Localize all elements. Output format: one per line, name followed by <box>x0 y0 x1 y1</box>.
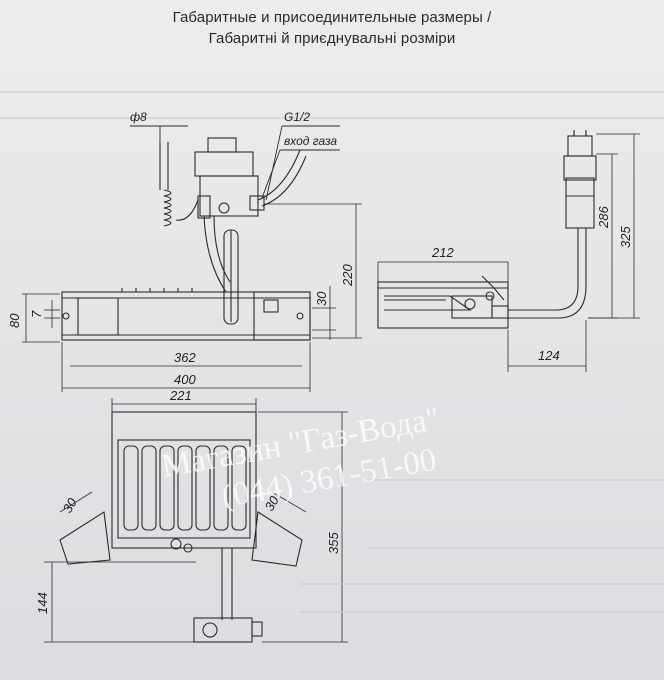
dim-124: 124 <box>538 348 560 363</box>
side-view-gas-valve <box>508 130 597 319</box>
thread-callout: G1/2 <box>284 110 310 124</box>
background-bleed-lines <box>0 91 664 613</box>
front-view-burner <box>61 288 311 341</box>
thermocouple-coil <box>159 142 199 227</box>
dim-144: 144 <box>35 592 50 614</box>
title-ua: Габаритні й приєднувальні розміри <box>208 30 456 47</box>
plan-view-brackets <box>59 511 303 567</box>
plan-dimension-lines <box>44 398 348 643</box>
shop-watermark: Магазин "Газ-Вода" (044) 361-51-00 <box>159 401 443 515</box>
dim-286: 286 <box>596 206 611 229</box>
diameter-callout: ф8 <box>130 110 147 124</box>
dim-30-left: 30 <box>60 495 81 516</box>
dim-212: 212 <box>431 245 454 260</box>
front-dimension-lines <box>22 203 362 392</box>
dim-220: 220 <box>340 264 355 287</box>
side-dimension-lines <box>377 133 640 372</box>
title-ru: Габаритные и присоединительные размеры / <box>172 9 492 26</box>
dim-80: 80 <box>7 313 22 328</box>
dim-355: 355 <box>326 532 341 554</box>
gas-inlet-callout: вход газа <box>284 134 337 148</box>
dim-325: 325 <box>618 226 633 248</box>
plan-view-burner <box>111 411 257 553</box>
gas-inlet-pipe <box>257 149 307 207</box>
callout-leaders <box>130 125 340 201</box>
dim-7: 7 <box>29 310 44 318</box>
dim-400: 400 <box>174 372 196 387</box>
side-view-burner <box>377 275 509 329</box>
dim-362: 362 <box>174 350 196 365</box>
gas-valve-front <box>194 137 265 325</box>
dim-30-front: 30 <box>314 291 329 306</box>
dim-221: 221 <box>169 388 192 403</box>
plan-view-valve <box>193 548 263 643</box>
